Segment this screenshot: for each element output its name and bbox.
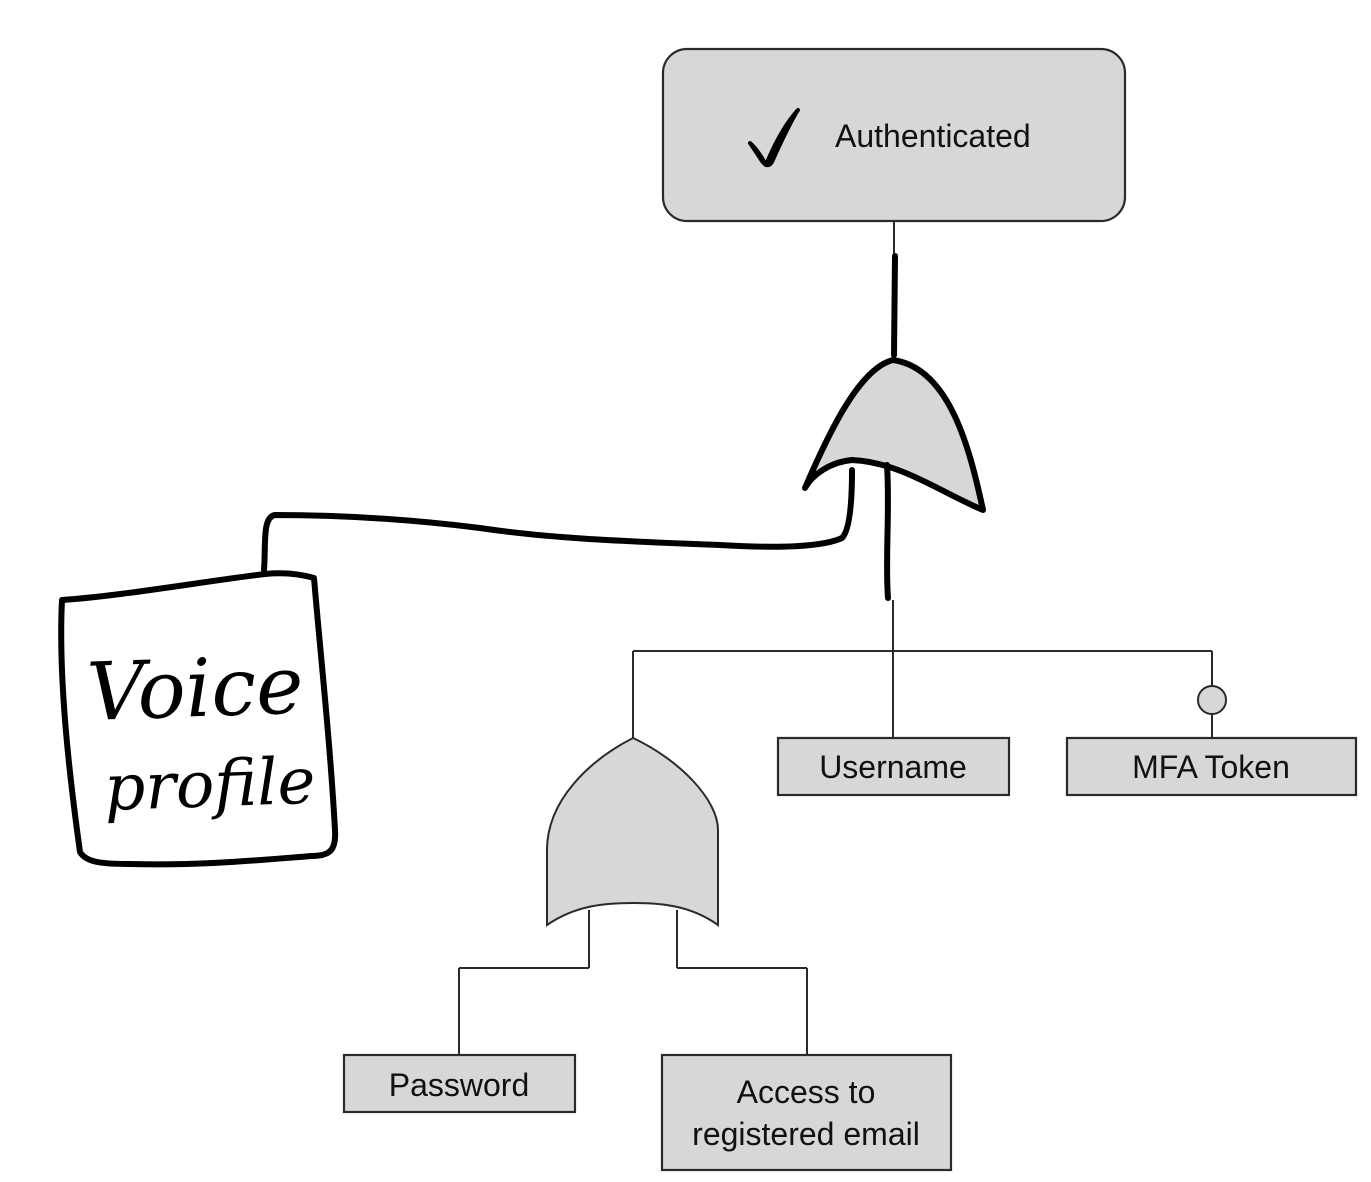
registered-email-label-line2: registered email <box>692 1116 920 1152</box>
hand-connector-voice <box>261 467 855 573</box>
voice-profile-line2: profile <box>103 745 317 826</box>
inhibit-condition-icon <box>1197 685 1227 715</box>
password-box <box>342 1053 577 1114</box>
registered-email-label-line1: Access to <box>737 1074 876 1110</box>
voice-profile-box <box>58 570 339 868</box>
mfa-token-box <box>1065 736 1358 797</box>
mfa-token-label: MFA Token <box>1132 749 1290 785</box>
top-event-node[interactable]: Authenticated <box>661 47 1127 223</box>
registered-email-node[interactable]: Access to registered email <box>660 1053 953 1172</box>
mfa-token-node[interactable]: MFA Token <box>1065 736 1358 797</box>
username-node[interactable]: Username <box>776 736 1011 797</box>
top-event-label: Authenticated <box>835 118 1031 154</box>
username-label: Username <box>819 749 967 785</box>
voice-profile-line1: Voice <box>85 638 304 738</box>
hand-drawn-or-gate <box>802 357 986 513</box>
checkmark-icon <box>748 108 800 168</box>
username-box <box>776 736 1011 797</box>
registered-email-box <box>660 1053 953 1172</box>
password-node[interactable]: Password <box>342 1053 577 1114</box>
password-label: Password <box>389 1067 530 1103</box>
hand-connector-bottom <box>884 462 891 601</box>
or-gate-icon[interactable] <box>546 736 719 927</box>
hand-connector-top <box>891 253 898 358</box>
voice-profile-note[interactable]: Voice profile <box>58 570 339 868</box>
